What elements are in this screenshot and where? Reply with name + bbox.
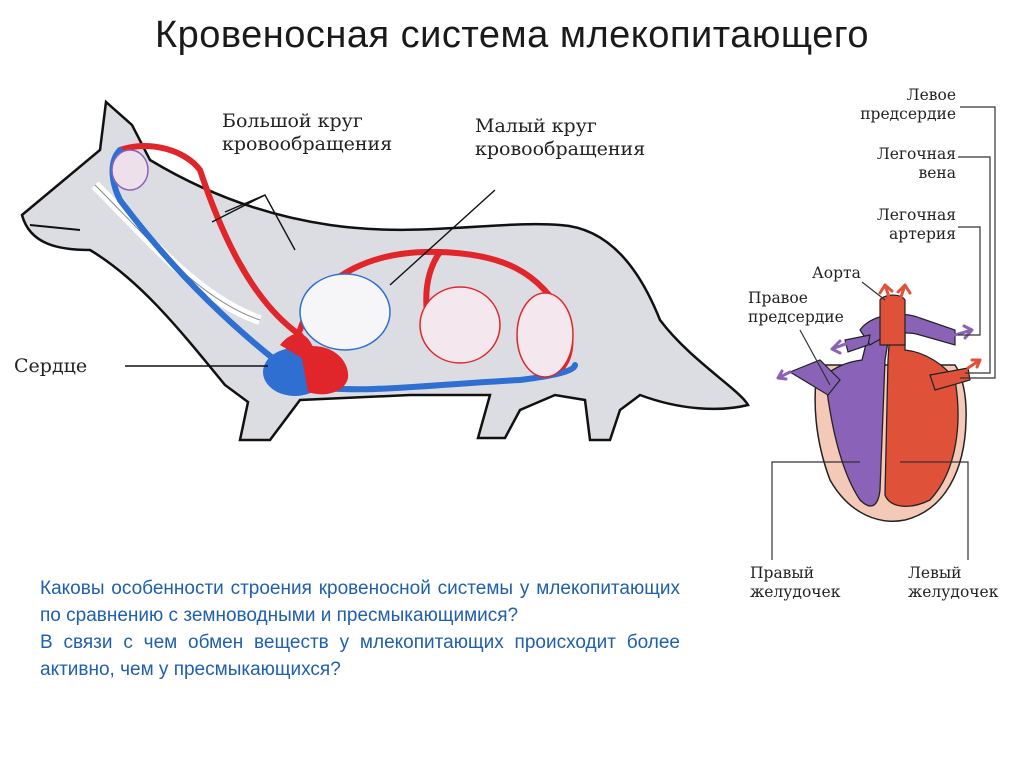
label-aorta: Аорта — [812, 264, 861, 282]
flow-arrows — [776, 283, 982, 381]
label-pulmonary-circle-line1: Малый круг — [475, 115, 597, 137]
label-pulmonary-circle: Малый круг кровообращения — [475, 115, 645, 161]
label-right-atrium-line1: Правое — [748, 289, 808, 307]
lung-capillaries — [111, 149, 574, 378]
label-systemic-circle: Большой круг кровообращения — [222, 110, 392, 156]
label-left-atrium-line2: предсердие — [860, 105, 956, 124]
label-pulmonary-artery-line2: артерия — [889, 225, 956, 244]
label-pulmonary-vein: Легочная вена — [820, 145, 956, 184]
label-pulmonary-vein-line1: Легочная — [876, 145, 956, 163]
label-left-ventricle: Левый желудочек — [908, 564, 998, 603]
label-systemic-circle-line2: кровообращения — [222, 132, 393, 155]
label-right-atrium-line2: предсердие — [748, 308, 844, 327]
label-right-ventricle-line2: желудочек — [750, 583, 841, 602]
question-1: Каковы особенности строения кровеносной … — [40, 578, 680, 626]
label-heart: Сердце — [14, 355, 88, 377]
label-left-ventricle-line1: Левый — [908, 564, 962, 582]
page-title: Кровеносная система млекопитающего — [155, 14, 869, 56]
right-side-venous — [824, 327, 891, 507]
heart-icon — [263, 333, 349, 396]
label-pulmonary-vein-line2: вена — [918, 164, 956, 183]
question-block: Каковы особенности строения кровеносной … — [40, 576, 680, 684]
label-left-atrium-line1: Левое — [906, 86, 956, 104]
label-pulmonary-artery: Легочная артерия — [820, 206, 956, 245]
label-left-ventricle-line2: желудочек — [908, 583, 999, 602]
label-right-ventricle: Правый желудочек — [750, 564, 840, 603]
label-pulmonary-artery-line1: Легочная — [876, 206, 956, 224]
question-2: В связи с чем обмен веществ у млекопитаю… — [40, 631, 680, 680]
label-pulmonary-circle-line2: кровообращения — [475, 137, 646, 160]
label-right-atrium: Правое предсердие — [748, 289, 844, 328]
label-right-ventricle-line1: Правый — [750, 564, 815, 582]
label-left-atrium: Левое предсердие — [820, 86, 956, 125]
label-systemic-circle-line1: Большой круг — [222, 110, 363, 132]
